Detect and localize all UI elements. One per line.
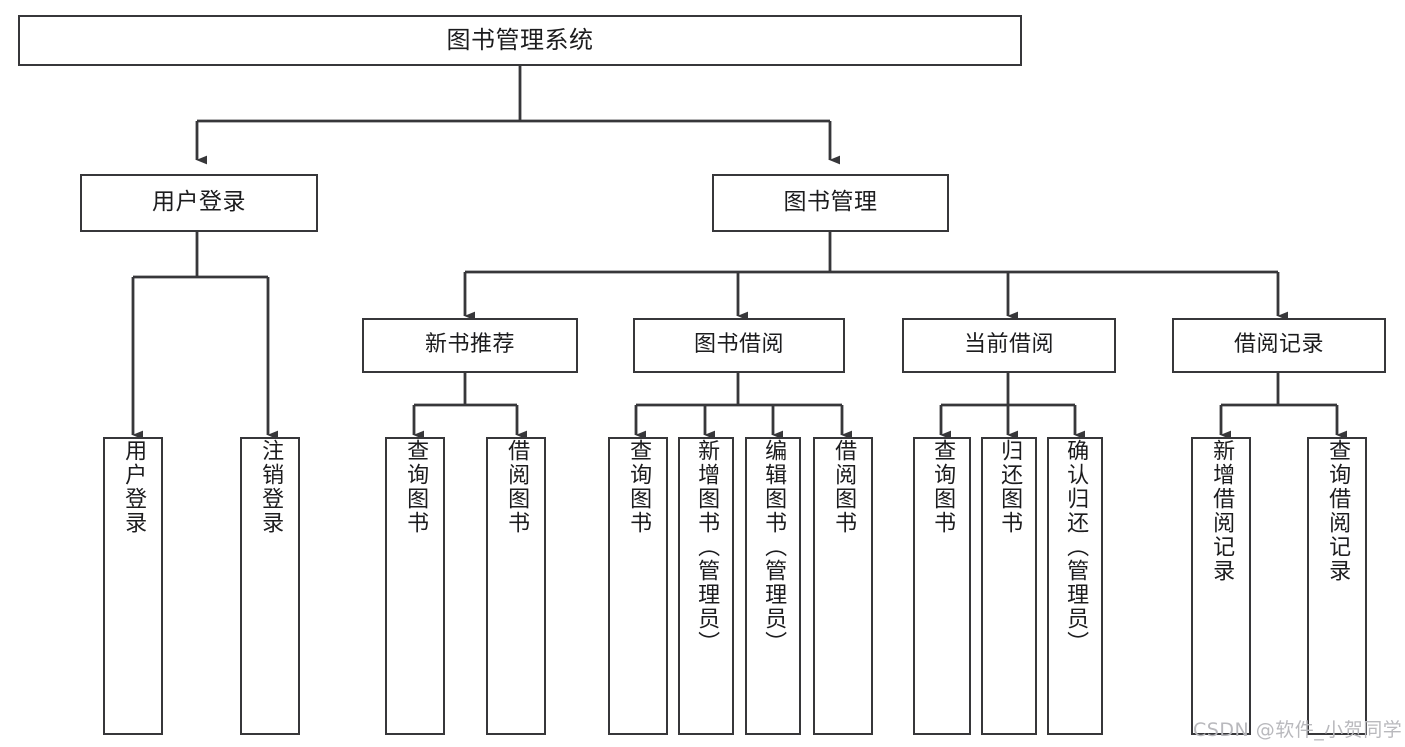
node-label: 用户登录	[152, 189, 246, 216]
node-current-borrowing[interactable]: 当前借阅	[902, 318, 1116, 373]
node-label: 确认归还（管理员）	[1063, 439, 1089, 655]
node-label: 借阅图书	[504, 439, 530, 535]
node-label: 查询图书	[930, 439, 956, 535]
leaf-record-add-borrow-record[interactable]: 新增借阅记录	[1191, 437, 1251, 735]
node-book-borrowing[interactable]: 图书借阅	[633, 318, 845, 373]
node-label: 图书管理系统	[446, 26, 594, 55]
node-new-book-recommendation[interactable]: 新书推荐	[362, 318, 578, 373]
node-label: 图书管理	[783, 189, 878, 216]
leaf-borrow-query-book[interactable]: 查询图书	[608, 437, 668, 735]
node-label: 当前借阅	[963, 332, 1054, 358]
leaf-user-login-login[interactable]: 用户登录	[103, 437, 163, 735]
node-label: 注销登录	[258, 439, 284, 535]
leaf-new-book-query-book[interactable]: 查询图书	[385, 437, 445, 735]
node-label: 用户登录	[121, 439, 147, 535]
node-label: 新书推荐	[424, 332, 515, 358]
leaf-new-book-borrow-book[interactable]: 借阅图书	[486, 437, 546, 735]
node-label: 查询借阅记录	[1325, 439, 1351, 583]
leaf-record-query-borrow-record[interactable]: 查询借阅记录	[1307, 437, 1367, 735]
node-user-login[interactable]: 用户登录	[80, 174, 318, 232]
node-label: 借阅记录	[1233, 332, 1324, 358]
leaf-borrow-edit-book-admin[interactable]: 编辑图书（管理员）	[745, 437, 801, 735]
node-label: 归还图书	[997, 439, 1023, 535]
node-label: 查询图书	[403, 439, 429, 535]
leaf-current-confirm-return-admin[interactable]: 确认归还（管理员）	[1047, 437, 1103, 735]
node-label: 图书借阅	[693, 332, 784, 358]
node-root-book-management-system[interactable]: 图书管理系统	[18, 15, 1022, 66]
node-label: 借阅图书	[831, 439, 857, 535]
node-label: 新增借阅记录	[1209, 439, 1235, 583]
leaf-borrow-borrow-book[interactable]: 借阅图书	[813, 437, 873, 735]
node-label: 新增图书（管理员）	[694, 439, 720, 655]
leaf-borrow-add-book-admin[interactable]: 新增图书（管理员）	[678, 437, 734, 735]
node-borrowing-record[interactable]: 借阅记录	[1172, 318, 1386, 373]
leaf-current-return-book[interactable]: 归还图书	[981, 437, 1037, 735]
node-label: 查询图书	[626, 439, 652, 535]
node-label: 编辑图书（管理员）	[761, 439, 787, 655]
leaf-current-query-book[interactable]: 查询图书	[913, 437, 971, 735]
node-book-management[interactable]: 图书管理	[712, 174, 949, 232]
leaf-user-login-logout[interactable]: 注销登录	[240, 437, 300, 735]
csdn-watermark: CSDN @软件_小贺同学	[1193, 719, 1403, 741]
